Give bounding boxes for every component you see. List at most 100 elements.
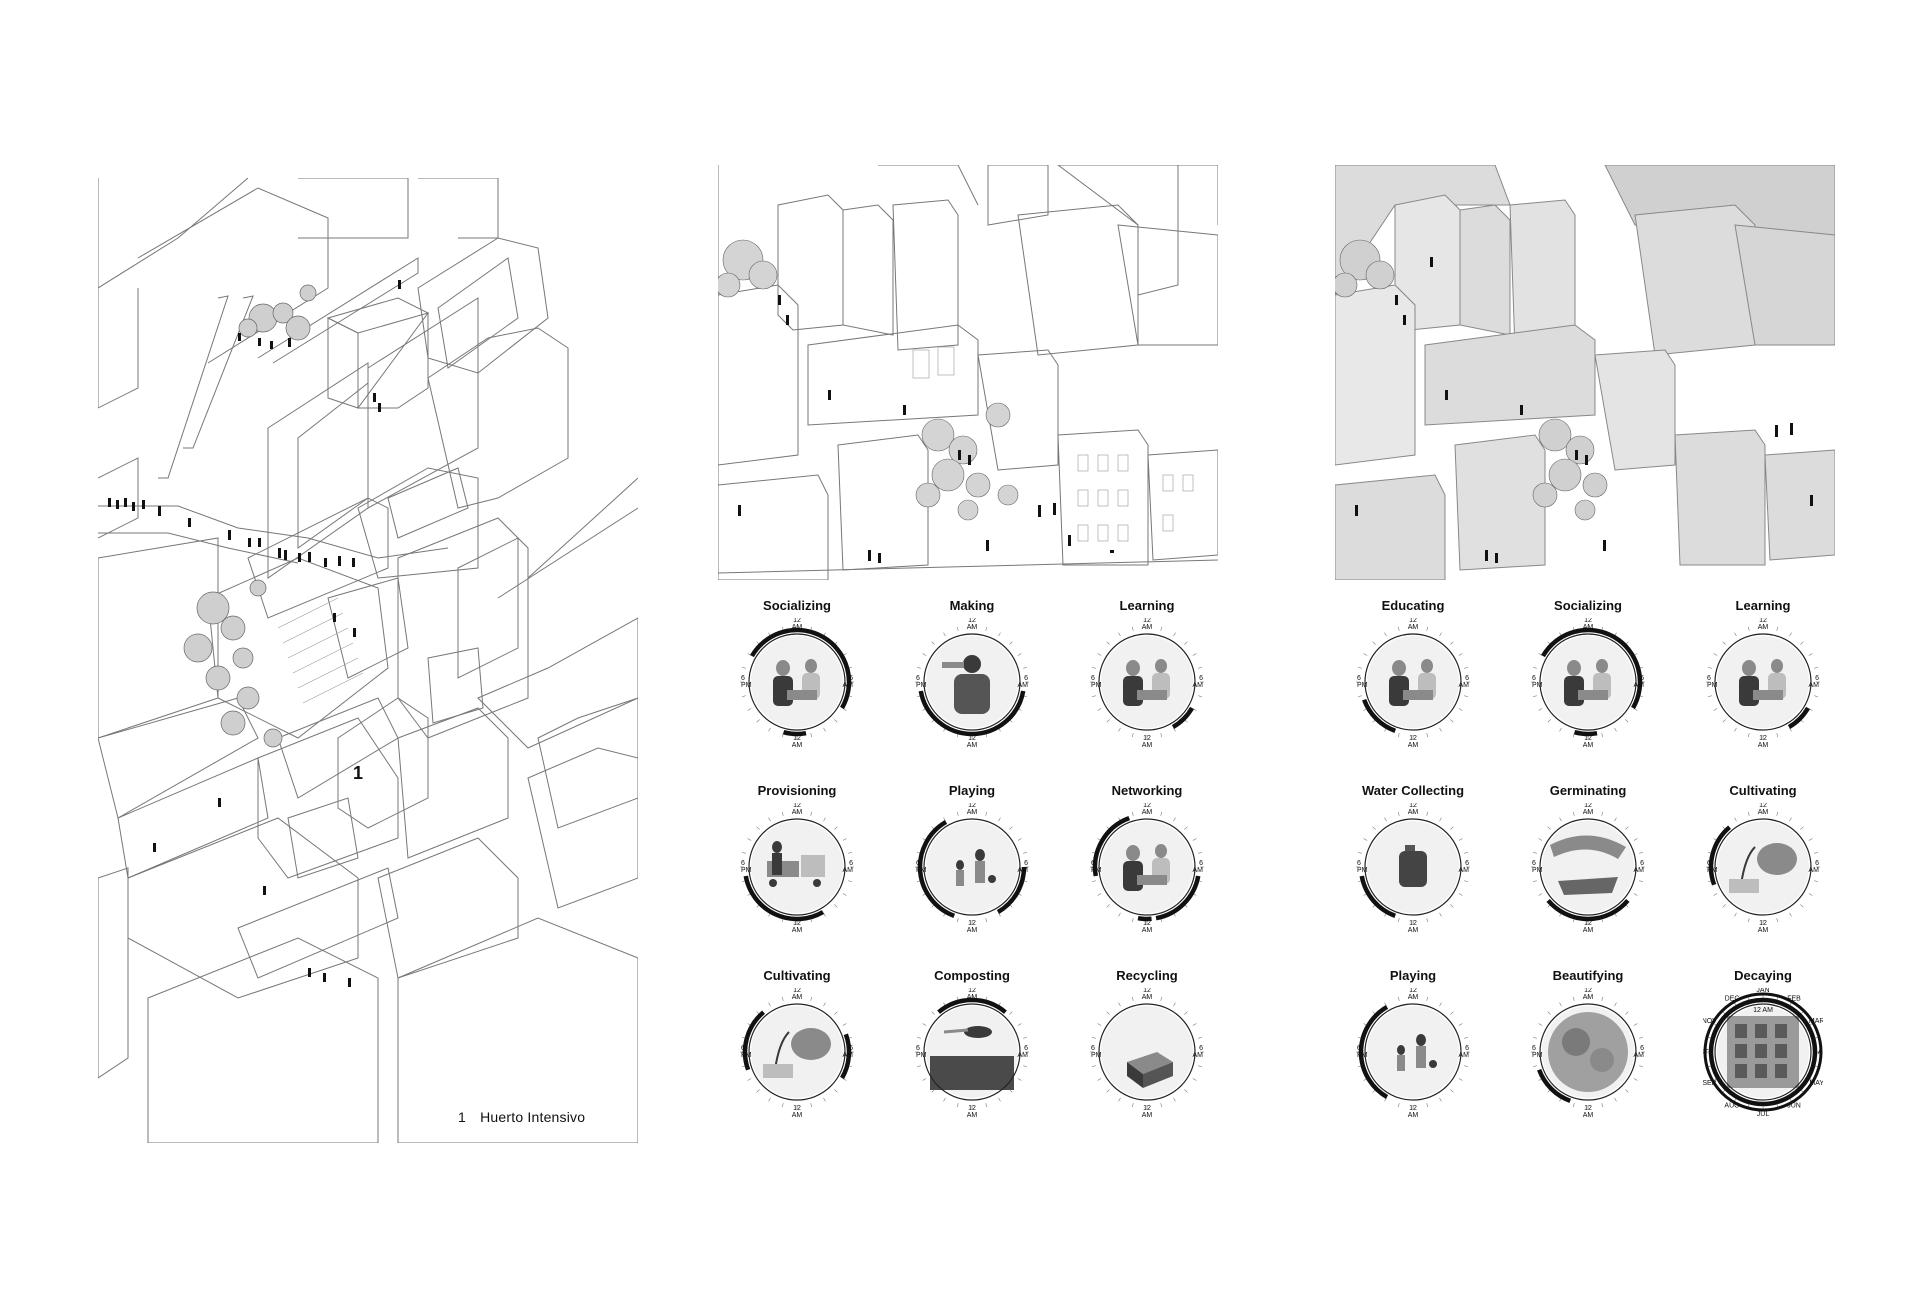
hour-label: AM xyxy=(792,927,803,933)
clock-tick xyxy=(1559,817,1562,822)
axo-marker: 1 xyxy=(353,763,364,783)
hour-label: AM xyxy=(1408,809,1419,816)
clock-tick xyxy=(1734,817,1737,822)
clock-title: Playing xyxy=(1389,968,1437,983)
clock-photo-kids xyxy=(926,821,1018,913)
activity-arc xyxy=(937,997,1007,1014)
clock-tick xyxy=(1547,1011,1551,1015)
hour-label: PM xyxy=(741,682,752,689)
legend-number: 1 xyxy=(458,1109,466,1125)
activity-arc xyxy=(918,690,1026,737)
hour-label: 12 xyxy=(793,618,801,624)
clock-tick xyxy=(1547,719,1551,723)
clock-photo-plant xyxy=(1717,821,1809,913)
clock-tick xyxy=(998,817,1001,822)
hour-label: 6 xyxy=(1640,1045,1644,1052)
clock-tick xyxy=(1131,626,1134,631)
clock-tick xyxy=(1450,719,1454,723)
hour-label: AM xyxy=(1758,927,1769,933)
hour-label: 12 xyxy=(1409,803,1417,809)
month-label: MAY xyxy=(1809,1080,1823,1087)
clock-tick xyxy=(1184,826,1188,830)
clock-tick xyxy=(1747,733,1750,738)
hour-label: AM xyxy=(967,994,978,1001)
activity-arc xyxy=(1092,816,1131,877)
clock-tick xyxy=(1458,1023,1463,1026)
hour-label: 6 xyxy=(1091,1045,1095,1052)
clock-tick xyxy=(1439,727,1442,732)
clock-tick xyxy=(810,733,813,738)
clock-tick xyxy=(1118,727,1121,732)
clock-title: Beautifying xyxy=(1552,968,1624,983)
hour-label: 6 xyxy=(849,860,853,867)
clock-tick xyxy=(1009,826,1013,830)
hour-label: 12 xyxy=(793,920,801,927)
clock-tick xyxy=(1458,893,1463,896)
hour-label: AM xyxy=(1583,809,1594,816)
hour-label: AM xyxy=(1459,682,1470,689)
clock-tick xyxy=(1538,1023,1543,1026)
clock-tick xyxy=(1532,1036,1537,1039)
clock-photo-crate xyxy=(1101,1006,1193,1098)
clock-rim xyxy=(1714,633,1812,731)
hour-label: 6 xyxy=(1357,1045,1361,1052)
clock-tick xyxy=(1131,1103,1134,1108)
clock-tick xyxy=(1017,1023,1022,1026)
clock-tick xyxy=(1372,826,1376,830)
hour-label: AM xyxy=(843,1052,854,1059)
clock-tick xyxy=(1023,1036,1028,1039)
clock-photo-people xyxy=(1367,636,1459,728)
hour-label: 12 xyxy=(968,988,976,994)
clock-tick xyxy=(1450,641,1454,645)
clock-tick xyxy=(1017,653,1022,656)
month-label: OCT xyxy=(1703,1049,1709,1056)
clock-tick xyxy=(1131,811,1134,816)
clock-tick xyxy=(1532,666,1537,669)
clock-tick xyxy=(1458,653,1463,656)
clock-tick xyxy=(768,727,771,732)
clock-tick xyxy=(1397,1103,1400,1108)
clock-title: Networking xyxy=(1111,783,1183,798)
legend: 1 Huerto Intensivo xyxy=(458,1109,585,1125)
clock-tick xyxy=(1625,1089,1629,1093)
clock-rim xyxy=(923,818,1021,916)
hour-label: 12 xyxy=(1759,920,1767,927)
clock-rim xyxy=(1714,1003,1812,1101)
hour-label: PM xyxy=(1091,867,1102,874)
hour-label: PM xyxy=(1532,682,1543,689)
hour-label: 12 xyxy=(1409,988,1417,994)
clock-tick xyxy=(1198,1065,1203,1068)
clock-tick xyxy=(1625,719,1629,723)
clock-photo-boat xyxy=(1542,821,1634,913)
clock-title: Cultivating xyxy=(763,968,831,983)
hour-label: 12 xyxy=(1143,988,1151,994)
clock-tick xyxy=(1464,1036,1469,1039)
hour-label: AM xyxy=(1408,1112,1419,1118)
hour-label: AM xyxy=(1809,867,1820,874)
clock-tick xyxy=(1532,880,1537,883)
clock-tick xyxy=(1439,912,1442,917)
hour-label: 12 xyxy=(1584,803,1592,809)
clock-photo-tree xyxy=(1542,1006,1634,1098)
activity-arc xyxy=(750,627,852,710)
clock-tick xyxy=(1633,893,1638,896)
clock-tick xyxy=(956,918,959,923)
clock-photo-people xyxy=(1717,636,1809,728)
clock-tick xyxy=(1118,1097,1121,1102)
clock-tick xyxy=(768,1002,771,1007)
hour-label: 12 xyxy=(793,988,801,994)
clock-tick xyxy=(1559,727,1562,732)
hour-label: AM xyxy=(1142,927,1153,933)
hour-label: 6 xyxy=(1199,1045,1203,1052)
hour-label: AM xyxy=(967,742,978,748)
clock-tick xyxy=(1160,1103,1163,1108)
clock-tick xyxy=(1439,1097,1442,1102)
hour-label: AM xyxy=(1408,927,1419,933)
